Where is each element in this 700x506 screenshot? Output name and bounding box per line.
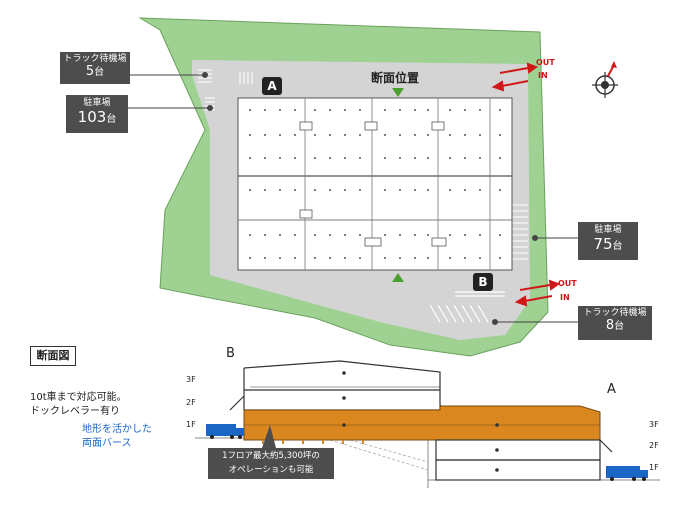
traffic-top-out: OUT <box>536 58 555 67</box>
section-pillars <box>262 440 364 444</box>
section-title: 断面図 <box>30 346 76 366</box>
callout-label: トラック待機場 <box>583 308 647 318</box>
callout-value: 5台 <box>85 63 105 79</box>
section-highlight-line2: 両面バース <box>82 438 132 449</box>
callout-parking-left: 駐車場 103台 <box>66 95 128 133</box>
section-upper-left <box>229 360 446 411</box>
section-orange-floor <box>243 405 601 441</box>
parking-right-stripes <box>512 204 528 260</box>
truck-a-icon <box>606 466 648 481</box>
callout-label: トラック待機場 <box>63 54 127 64</box>
compass-icon <box>592 61 618 98</box>
traffic-top-in: IN <box>538 71 548 80</box>
badge-a: A <box>262 77 282 95</box>
section-marker-top <box>392 88 404 97</box>
capacity-note: 1フロア最大約5,300坪の オペレーションも可能 <box>208 448 334 479</box>
floor-label-right-3f: 3F <box>649 420 659 429</box>
capacity-note-line2: オペレーションも可能 <box>228 465 314 475</box>
traffic-bottom-out: OUT <box>558 279 577 288</box>
callout-value: 103台 <box>77 107 117 126</box>
building-plan <box>237 97 513 271</box>
section-desc-line1: 10t車まで対応可能。 <box>30 392 127 403</box>
traffic-arrows-bottom <box>514 279 561 307</box>
floor-label-left-3f: 3F <box>186 375 196 384</box>
callout-parking-right: 駐車場 75台 <box>578 222 638 260</box>
callout-leaders <box>128 72 580 325</box>
floor-label-left-1f: 1F <box>186 420 196 429</box>
traffic-arrows-top <box>491 62 539 92</box>
callout-value: 8台 <box>605 317 625 333</box>
parking-left-stripes <box>198 69 253 111</box>
section-position-label: 断面位置 <box>371 71 420 85</box>
section-highlight-line1: 地形を活かした <box>82 424 152 435</box>
section-desc-line2: ドックレベラー有り <box>30 406 120 417</box>
truck-b-icon <box>206 424 244 439</box>
callout-truck-wait-bottom: トラック待機場 8台 <box>578 306 652 340</box>
capacity-note-line1: 1フロア最大約5,300坪の <box>222 451 320 461</box>
section-end-b: B <box>226 346 235 361</box>
traffic-bottom-in: IN <box>560 293 570 302</box>
floor-label-right-1f: 1F <box>649 463 659 472</box>
truck-wait-stripes <box>429 291 505 323</box>
badge-b: B <box>473 273 493 291</box>
callout-label: 駐車場 <box>594 225 622 235</box>
callout-truck-wait-top: トラック待機場 5台 <box>60 52 130 84</box>
slope-dashes <box>329 439 429 471</box>
section-marker-bottom <box>392 273 404 282</box>
note-pointer <box>262 425 276 448</box>
callout-value: 75台 <box>593 234 623 253</box>
floor-label-right-2f: 2F <box>649 441 659 450</box>
section-end-a: A <box>607 382 616 397</box>
floor-label-left-2f: 2F <box>186 398 196 407</box>
callout-label: 駐車場 <box>83 98 111 108</box>
section-lower-right <box>435 439 613 481</box>
